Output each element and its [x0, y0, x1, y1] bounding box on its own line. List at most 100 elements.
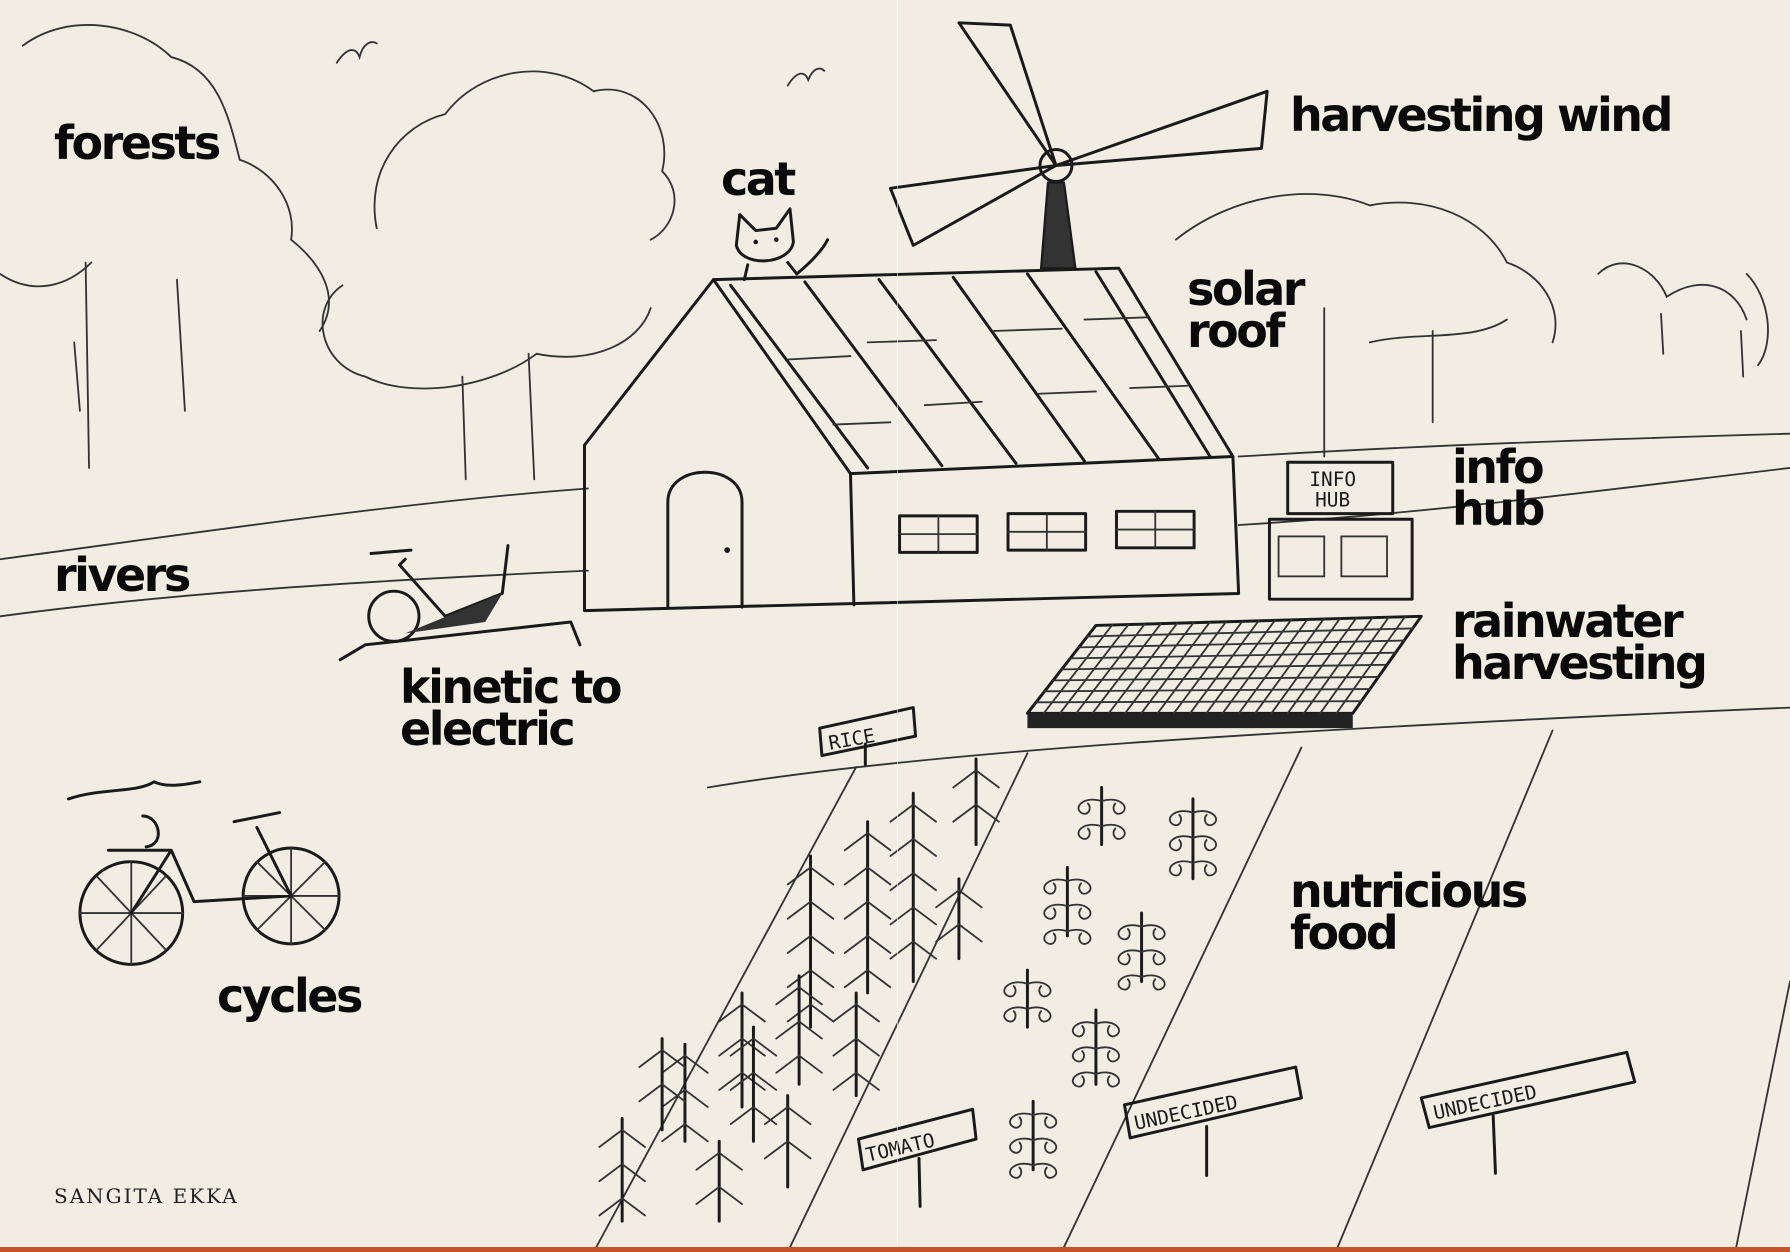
exercise-bike: [338, 544, 582, 662]
tomato-leaf: [1009, 1112, 1058, 1129]
tomato-leaf: [1043, 878, 1092, 895]
tomato-leaf: [1077, 823, 1126, 840]
label-line: solar: [1187, 262, 1305, 316]
rice-leaf: [598, 1128, 646, 1148]
label-line: harvesting: [1452, 636, 1708, 690]
bicycle: [67, 780, 341, 966]
undecided-sign-2: UNDECIDED: [1419, 1050, 1637, 1175]
svg-text:RICE: RICE: [827, 724, 877, 755]
rice-leaf: [843, 900, 892, 920]
rice-leaf: [729, 1071, 778, 1091]
hub-sign-text: HUB: [1315, 489, 1350, 512]
label-line: nutricious: [1290, 864, 1528, 918]
sketch-stroke: [1069, 651, 1397, 660]
house: [583, 266, 1241, 613]
rice-leaf: [763, 1140, 812, 1160]
rice-leaf: [832, 1071, 880, 1091]
rice-leaf: [598, 1162, 646, 1183]
sketch-stroke: [1035, 700, 1363, 704]
rice-leaf: [786, 900, 835, 920]
tomato-leaf: [1117, 949, 1166, 966]
rice-leaf: [718, 1037, 766, 1057]
label-line: hub: [1452, 482, 1545, 536]
rice-leaf: [638, 1083, 686, 1103]
rice-leaf: [729, 1105, 778, 1126]
tomato-leaf: [1168, 860, 1217, 877]
rice-leaf: [695, 1151, 743, 1171]
rice-leaf: [935, 889, 983, 909]
rice-leaf: [832, 1037, 880, 1057]
rice-leaf: [843, 832, 892, 852]
rice-leaf: [843, 934, 892, 954]
label-line: food: [1290, 906, 1399, 960]
tomato-leaf: [1071, 1046, 1120, 1063]
rice-leaf: [889, 837, 938, 857]
label-rivers: rivers: [54, 548, 191, 602]
bottom-border: [0, 1247, 1790, 1252]
sketch-stroke: [1086, 627, 1414, 638]
label-forests: forests: [54, 116, 221, 170]
rice-leaf: [889, 871, 938, 892]
label-line: rainwater: [1452, 594, 1684, 648]
tomato-leaf: [1003, 1006, 1052, 1023]
sketch-stroke: [1043, 688, 1371, 693]
tomato-leaf: [1043, 928, 1092, 945]
page-fold: [897, 0, 898, 1247]
rice-leaf: [786, 866, 835, 886]
rice-leaf: [935, 923, 983, 943]
tomato-leaf: [1009, 1137, 1058, 1154]
tomato-leaf: [1071, 1071, 1120, 1088]
sketch-stroke: [1060, 663, 1388, 671]
rice-leaf: [889, 906, 938, 926]
rice-leaf: [775, 986, 823, 1006]
tomato-leaf: [1003, 981, 1052, 998]
tomato-leaf: [1009, 1162, 1058, 1179]
rice-leaf: [661, 1054, 709, 1074]
rice-leaf: [952, 769, 1000, 789]
author-signature: SANGITA EKKA: [54, 1184, 239, 1208]
field-rows: [592, 706, 1790, 1252]
label-cat: cat: [721, 152, 796, 206]
rice-leaf: [638, 1048, 686, 1069]
sketch-stroke: [1077, 639, 1406, 649]
rice-leaf: [832, 1003, 880, 1023]
sketch-stroke: [1052, 676, 1380, 682]
rice-leaf: [952, 803, 1000, 823]
rice-leaf: [775, 1020, 823, 1040]
svg-text:UNDECIDED: UNDECIDED: [1431, 1080, 1539, 1124]
label-harvesting-wind: harvesting wind: [1290, 88, 1673, 142]
rice-leaf: [695, 1185, 743, 1205]
river-lines: [0, 432, 1790, 618]
rice-leaf: [843, 866, 892, 886]
info-sign-text: INFO: [1309, 468, 1356, 491]
tomato-leaf: [1117, 924, 1166, 941]
rice-leaf: [786, 968, 835, 989]
bird-icon: [335, 41, 378, 64]
forest-trees: [0, 24, 1769, 481]
rice-sign: RICE: [818, 706, 918, 767]
label-line: roof: [1187, 304, 1285, 358]
rice-leaf: [718, 1071, 766, 1091]
rice-leaf: [598, 1197, 646, 1217]
rice-leaf: [661, 1088, 709, 1108]
rice-leaf: [661, 1123, 709, 1143]
rice-leaf: [786, 1003, 835, 1023]
tomato-leaf: [1168, 835, 1217, 852]
undecided-sign-1: UNDECIDED: [1122, 1065, 1303, 1178]
bird-icon: [786, 67, 826, 87]
tomato-leaf: [1071, 1021, 1120, 1038]
svg-text:UNDECIDED: UNDECIDED: [1132, 1090, 1240, 1134]
cat-drawing: [734, 207, 830, 282]
rice-leaf: [775, 1054, 823, 1074]
rice-leaf: [843, 968, 892, 989]
label-line: kinetic to: [400, 660, 622, 714]
windmill: [888, 21, 1269, 270]
rice-leaf: [786, 934, 835, 954]
label-line: info: [1452, 440, 1545, 494]
rice-leaf: [889, 940, 938, 960]
